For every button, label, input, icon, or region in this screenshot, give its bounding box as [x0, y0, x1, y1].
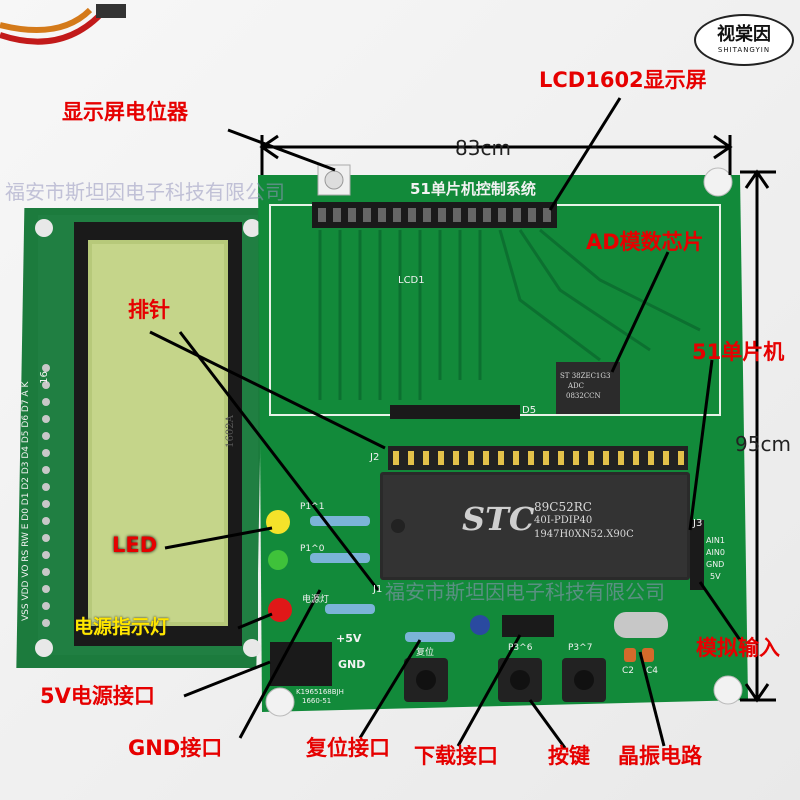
callout-header-pins: 排针 [128, 298, 170, 322]
crystal [614, 612, 668, 638]
silk-c2: C2 [622, 666, 635, 676]
width-dimension: 83cm [455, 136, 511, 160]
silk-p36: P3^6 [508, 643, 533, 653]
led-green [268, 550, 288, 570]
mcu-line3: 1947H0XN52.X90C [534, 529, 634, 540]
standoff-bottom-right [713, 675, 743, 705]
lcd-pin-pads [42, 364, 50, 627]
callout-lcd1602: LCD1602显示屏 [539, 68, 707, 92]
silk-plus5v: +5V [336, 632, 362, 645]
callout-keys: 按键 [548, 744, 590, 768]
logo-text: 视棠因 [717, 24, 771, 45]
silk-p10: P1^0 [300, 544, 325, 554]
silk-d5: D5 [522, 405, 537, 416]
callout-download: 下载接口 [414, 744, 498, 768]
wire-red [0, 12, 103, 45]
silk-power: 电源灯 [302, 595, 330, 605]
silk-gnd2: GND [706, 560, 725, 569]
led-red [268, 598, 292, 622]
lcd-module [16, 208, 265, 668]
wire-orange [0, 7, 93, 33]
lcd-pin-labels: VSS VDD VO RS RW E D0 D1 D2 D3 D4 D5 D6 … [21, 381, 31, 621]
standoff-top-right [703, 167, 733, 197]
j2-pin-header [388, 446, 688, 470]
callout-lcd-pot: 显示屏电位器 [62, 100, 188, 124]
lcd-pin16: 16 [38, 371, 50, 384]
mcu-line2: 40I-PDIP40 [534, 515, 593, 526]
silk-c4: C4 [646, 666, 659, 676]
dimension-arrows [259, 134, 776, 703]
silk-model: 1660-51 [302, 697, 332, 705]
silk-j3: J3 [693, 518, 703, 529]
callout-analog-in: 模拟输入 [696, 636, 780, 660]
silk-p11: P1^1 [300, 502, 325, 512]
adc-line3: 0832CCN [566, 392, 601, 400]
resistor-3 [325, 604, 375, 614]
adc-chip [556, 362, 620, 414]
callout-led: LED [112, 533, 158, 557]
silk-ain0: AIN0 [706, 548, 725, 557]
silk-lcd1: LCD1 [398, 275, 425, 286]
board-title: 51单片机控制系统 [410, 180, 536, 198]
download-header [502, 615, 554, 637]
callout-lines [149, 97, 742, 749]
height-dimension: 95cm [735, 432, 791, 456]
standoff-bottom-left [265, 687, 295, 717]
adc-line2: ADC [568, 382, 585, 390]
mcu-brand: STC [462, 500, 535, 538]
resistor-1 [310, 516, 370, 526]
adc-line1: ST 38ZEC1G3 [560, 372, 611, 380]
brand-logo: 视棠因 SHITANGYIN [694, 14, 794, 66]
lcd-sticker: 1602A [224, 415, 236, 448]
callout-reset: 复位接口 [306, 736, 390, 760]
silk-ain1: AIN1 [706, 536, 725, 545]
callout-power-led: 电源指示灯 [74, 616, 170, 638]
silk-j1: J1 [373, 584, 383, 595]
silk-reset: 复位 [416, 648, 435, 658]
watermark-top: 福安市斯坦因电子科技有限公司 [5, 180, 285, 204]
callout-ad-chip: AD模数芯片 [586, 230, 704, 254]
callout-gnd: GND接口 [128, 736, 223, 760]
silk-p37: P3^7 [568, 643, 593, 653]
resistor-4 [405, 632, 455, 642]
capacitor [470, 615, 490, 635]
silk-j2: J2 [370, 452, 380, 463]
watermark-mid: 福安市斯坦因电子科技有限公司 [385, 580, 665, 604]
callout-crystal: 晶振电路 [618, 744, 702, 768]
silk-gnd: GND [338, 658, 366, 671]
callout-power-5v: 5V电源接口 [40, 684, 155, 708]
logo-subtext: SHITANGYIN [717, 46, 771, 54]
silk-5v: 5V [710, 572, 721, 581]
silk-serial: K1965168BJH [296, 688, 344, 696]
mcu-model: 89C52RC [534, 500, 592, 514]
callout-mcu: 51单片机 [692, 340, 785, 364]
analog-input-header [690, 520, 704, 590]
d5-header [390, 405, 520, 419]
resistor-2 [310, 553, 370, 563]
led-yellow [266, 510, 290, 534]
wire-connector [96, 4, 126, 18]
